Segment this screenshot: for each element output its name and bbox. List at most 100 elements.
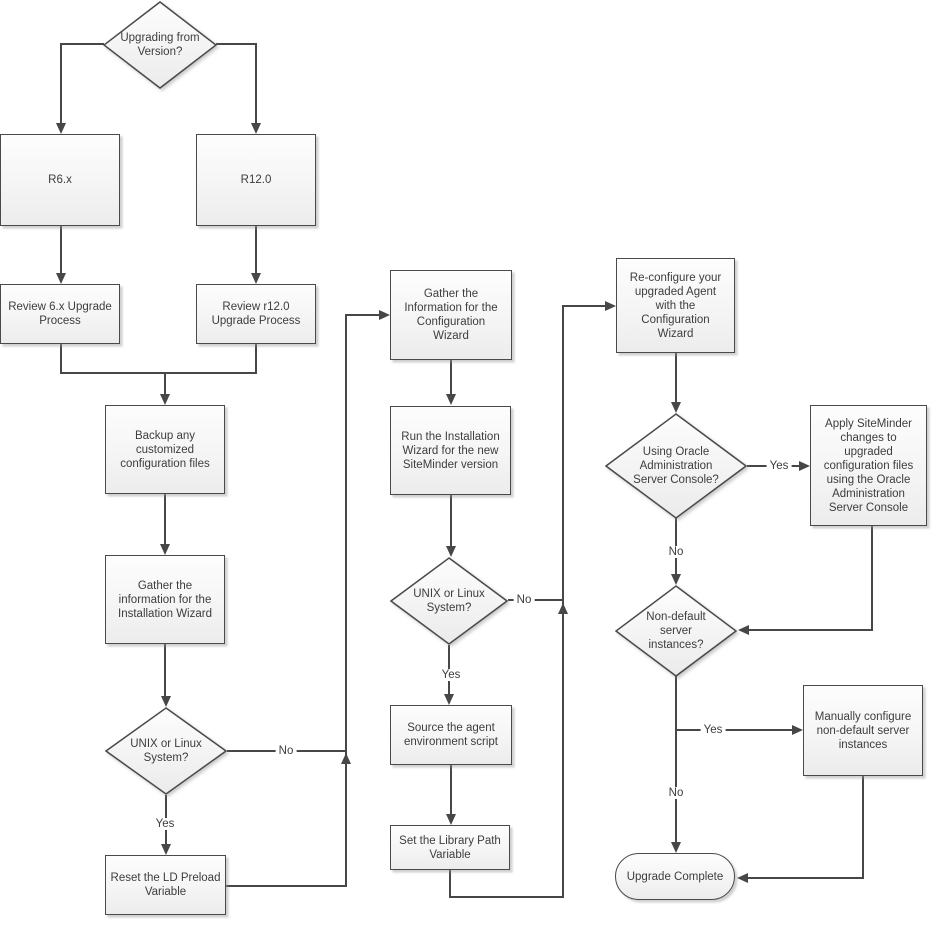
flow-line	[255, 43, 257, 125]
flow-line	[675, 729, 794, 731]
terminator-upgrade-complete: Upgrade Complete	[615, 853, 735, 900]
flow-line	[508, 599, 563, 601]
arrow-down-icon	[160, 394, 170, 405]
arrow-right-icon	[605, 301, 616, 311]
flow-line	[60, 226, 62, 275]
arrow-down-icon	[671, 402, 681, 413]
decision-upgrading-from-version: Upgrading from Version?	[103, 1, 217, 89]
decision-non-default-instances: Non-default server instances?	[615, 585, 737, 677]
flow-line	[450, 765, 452, 816]
decision-label: UNIX or Linux System?	[413, 588, 485, 614]
arrow-down-icon	[444, 694, 454, 705]
flow-line	[449, 870, 451, 898]
decision-label: UNIX or Linux System?	[130, 738, 202, 764]
flow-line	[226, 885, 347, 887]
decision-label: Non-default server instances?	[646, 611, 706, 651]
arrow-up-icon	[341, 753, 351, 764]
flow-line	[60, 43, 62, 125]
arrow-right-icon	[379, 310, 390, 320]
step-label: Manually configure non-default server in…	[814, 710, 912, 751]
step-label: Gather the Information for the Configura…	[404, 288, 498, 342]
flow-line	[164, 372, 166, 396]
flow-line	[164, 494, 166, 546]
edge-label-yes: Yes	[766, 460, 792, 472]
arrow-down-icon	[161, 844, 171, 855]
edge-label-yes: Yes	[700, 724, 726, 736]
arrow-down-icon	[446, 546, 456, 557]
flow-line	[748, 629, 872, 631]
flow-line	[748, 877, 863, 879]
diamond-shape	[605, 413, 747, 519]
arrow-down-icon	[671, 842, 681, 853]
step-reset-ld-preload: Reset the LD Preload Variable	[105, 855, 226, 915]
step-r6x: R6.x	[0, 134, 120, 226]
step-gather-config-info: Gather the Information for the Configura…	[390, 270, 512, 360]
step-label: R6.x	[48, 174, 72, 186]
decision-unix-or-linux-middle: UNIX or Linux System?	[390, 557, 508, 645]
decision-label: Using Oracle Administration Server Conso…	[633, 446, 719, 486]
step-label: Review 6.x Upgrade Process	[8, 301, 112, 327]
arrow-down-icon	[160, 544, 170, 555]
flow-line	[60, 344, 62, 374]
step-label: Apply SiteMinder changes to upgraded con…	[823, 417, 914, 514]
step-source-agent-script: Source the agent environment script	[390, 705, 512, 765]
edge-label-no: No	[665, 546, 687, 558]
edge-label-no: No	[513, 594, 535, 606]
diamond-shape	[615, 585, 737, 677]
edge-label-yes: Yes	[438, 669, 464, 681]
flow-line	[216, 43, 257, 45]
flow-line	[255, 344, 257, 374]
decision-unix-or-linux-left: UNIX or Linux System?	[105, 707, 227, 795]
step-label: R12.0	[240, 174, 272, 186]
arrow-down-icon	[56, 123, 66, 134]
step-label: Review r12.0 Upgrade Process	[211, 301, 301, 327]
diamond-shape	[105, 707, 227, 795]
step-label: Set the Library Path Variable	[399, 834, 501, 861]
flow-line	[871, 526, 873, 631]
step-review-6x-upgrade: Review 6.x Upgrade Process	[0, 284, 120, 344]
flow-line	[562, 305, 607, 307]
flow-line	[450, 360, 452, 396]
arrow-up-icon	[558, 603, 568, 614]
step-review-r120-upgrade: Review r12.0 Upgrade Process	[196, 284, 316, 344]
flow-line	[60, 372, 257, 374]
step-apply-siteminder-changes: Apply SiteMinder changes to upgraded con…	[810, 405, 927, 526]
flow-line	[675, 676, 677, 844]
step-label: Re-configure your upgraded Agent with th…	[629, 271, 722, 340]
arrow-left-icon	[737, 873, 748, 883]
step-label: Source the agent environment script	[404, 722, 498, 748]
arrow-down-icon	[446, 814, 456, 825]
flow-line	[255, 226, 257, 275]
step-set-library-path: Set the Library Path Variable	[390, 825, 510, 870]
edge-label-no: No	[665, 787, 687, 799]
step-manually-configure-instances: Manually configure non-default server in…	[803, 685, 923, 776]
edge-label-no: No	[275, 745, 297, 757]
flow-line	[562, 305, 564, 898]
flow-line	[450, 495, 452, 548]
arrow-down-icon	[251, 123, 261, 134]
arrow-down-icon	[161, 696, 171, 707]
step-gather-install-info: Gather the information for the Installat…	[105, 555, 225, 644]
step-backup-config-files: Backup any customized configuration file…	[105, 405, 225, 494]
flow-line	[60, 43, 104, 45]
diamond-shape	[390, 557, 508, 645]
diamond-shape	[103, 1, 217, 89]
flow-line	[862, 776, 864, 879]
arrow-down-icon	[671, 574, 681, 585]
arrow-right-icon	[792, 725, 803, 735]
step-label: Run the Installation Wizard for the new …	[401, 430, 500, 471]
flow-line	[345, 314, 347, 886]
step-run-install-wizard: Run the Installation Wizard for the new …	[390, 406, 511, 495]
decision-label: Upgrading from Version?	[120, 32, 200, 58]
arrow-down-icon	[251, 273, 261, 284]
arrow-down-icon	[56, 273, 66, 284]
step-reconfigure-agent: Re-configure your upgraded Agent with th…	[616, 258, 735, 353]
arrow-down-icon	[446, 394, 456, 405]
flow-line	[675, 353, 677, 404]
flow-line	[449, 896, 564, 898]
terminator-label: Upgrade Complete	[626, 870, 724, 883]
step-label: Backup any customized configuration file…	[120, 429, 210, 470]
step-r120: R12.0	[196, 134, 316, 226]
arrow-right-icon	[799, 461, 810, 471]
